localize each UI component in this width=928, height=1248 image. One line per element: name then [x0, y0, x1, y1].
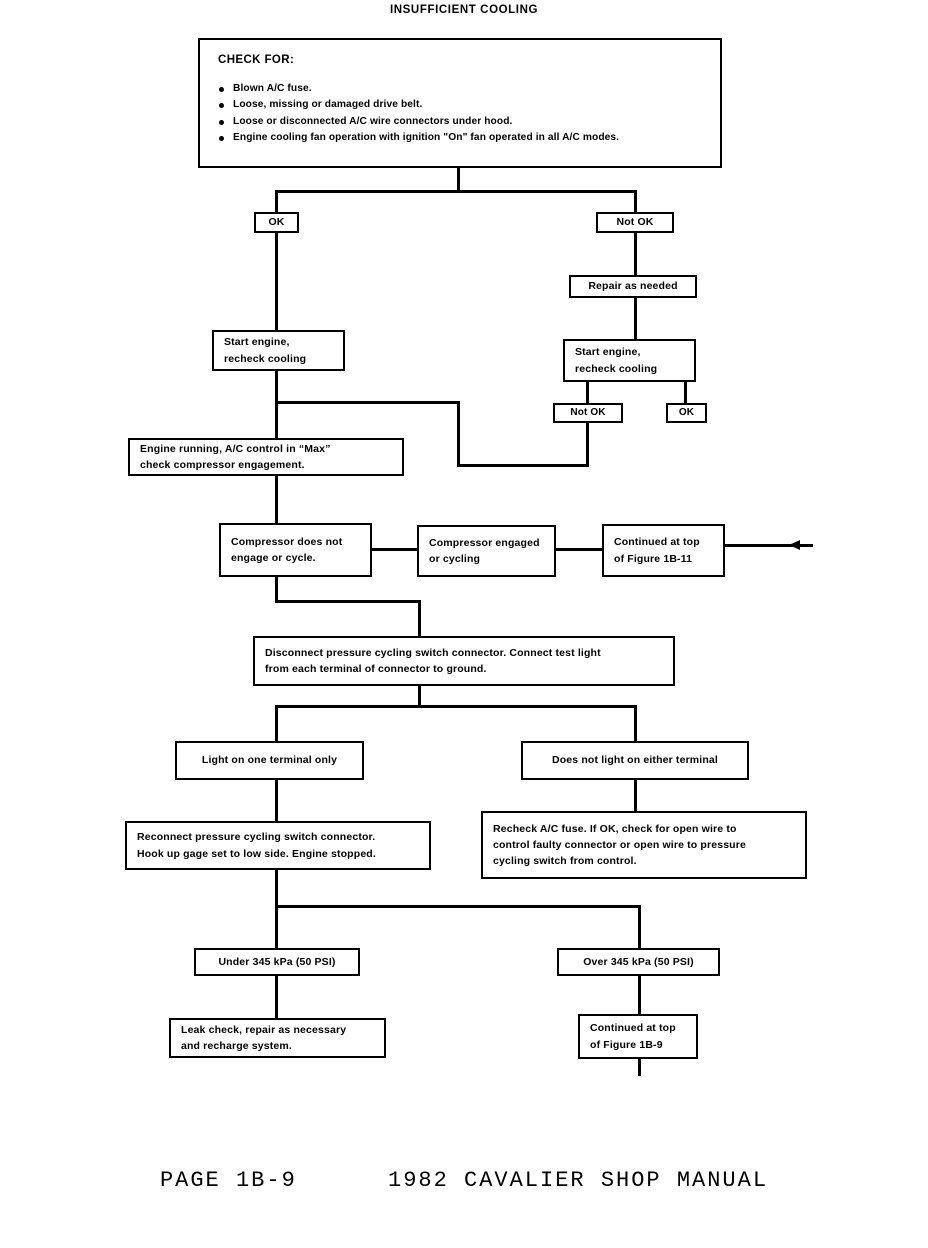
- node-leak-check: Leak check, repair as necessary and rech…: [169, 1018, 386, 1058]
- connector-disconnect-stem: [418, 686, 421, 708]
- arrow-left-icon: [789, 540, 800, 550]
- list-item: Loose, missing or damaged drive belt.: [218, 97, 706, 114]
- connector-continued-1b9-tail: [638, 1059, 641, 1076]
- node-label: Not OK: [616, 216, 654, 229]
- connector-to-no-light: [634, 705, 637, 741]
- node-label-line2: recheck cooling: [224, 352, 307, 365]
- node-not-ok-lower: Not OK: [553, 403, 623, 423]
- node-label-line2: from each terminal of connector to groun…: [265, 663, 487, 675]
- connector-compressor-link-1: [372, 548, 417, 551]
- check-for-box: CHECK FOR: Blown A/C fuse. Loose, missin…: [198, 38, 722, 168]
- connector-start-right-to-notok: [586, 382, 589, 403]
- node-label-line1: Reconnect pressure cycling switch connec…: [137, 831, 376, 844]
- connector-notok-lower-left: [457, 464, 589, 467]
- connector-ok-to-start-left: [275, 233, 278, 330]
- node-label-line2: or cycling: [429, 553, 481, 565]
- node-start-engine-right: Start engine, recheck cooling: [563, 339, 696, 382]
- connector-to-ok-left: [275, 190, 278, 212]
- node-recheck-ac-fuse: Recheck A/C fuse. If OK, check for open …: [481, 811, 807, 879]
- node-compressor-engaged: Compressor engaged or cycling: [417, 525, 556, 577]
- node-label-line1: Compressor does not: [231, 535, 343, 548]
- connector-nolight-to-recheck: [634, 780, 637, 811]
- node-label-line2: engage or cycle.: [231, 552, 316, 564]
- node-over-345-kpa: Over 345 kPa (50 PSI): [557, 948, 720, 976]
- node-no-light-either-terminal: Does not light on either terminal: [521, 741, 749, 780]
- connector-over-to-continued: [638, 976, 641, 1014]
- connector-start-left-down: [275, 371, 278, 438]
- node-continued-figure-1b9: Continued at top of Figure 1B-9: [578, 1014, 698, 1059]
- node-reconnect-pressure-switch: Reconnect pressure cycling switch connec…: [125, 821, 431, 870]
- list-item: Engine cooling fan operation with igniti…: [218, 130, 706, 147]
- check-for-list: Blown A/C fuse. Loose, missing or damage…: [218, 81, 706, 147]
- node-light-one-terminal: Light on one terminal only: [175, 741, 364, 780]
- node-label-line1: Continued at top: [614, 536, 700, 549]
- node-label: Under 345 kPa (50 PSI): [218, 955, 336, 968]
- node-label-line1: Leak check, repair as necessary: [181, 1023, 347, 1036]
- node-label-line1: Start engine,: [575, 346, 641, 359]
- connector-to-over-345: [638, 905, 641, 948]
- connector-merge-to-trunk: [275, 401, 460, 404]
- node-label-line1: Engine running, A/C control in “Max”: [140, 442, 331, 455]
- node-label-line2: check compressor engagement.: [140, 459, 305, 471]
- node-label-line1: Continued at top: [590, 1022, 676, 1035]
- node-under-345-kpa: Under 345 kPa (50 PSI): [194, 948, 360, 976]
- connector-offpage-right: [725, 544, 813, 547]
- connector-repair-to-start-right: [634, 298, 637, 339]
- node-not-ok-right: Not OK: [596, 212, 674, 233]
- node-label-line1: Compressor engaged: [429, 536, 540, 549]
- node-label: Not OK: [570, 407, 606, 419]
- connector-to-notok-right: [634, 190, 637, 212]
- connector-compressor-down: [275, 577, 278, 603]
- connector-to-disconnect: [418, 600, 421, 636]
- connector-split-bar-mid: [275, 705, 637, 708]
- connector-notok-to-repair: [634, 233, 637, 275]
- node-label-line2: control faulty connector or open wire to…: [493, 838, 746, 851]
- node-label-line1: Start engine,: [224, 336, 290, 349]
- node-label-line1: Disconnect pressure cycling switch conne…: [265, 646, 601, 659]
- connector-compressor-right: [275, 600, 421, 603]
- connector-checkfor-stem: [457, 168, 460, 192]
- node-label-line3: cycling switch from control.: [493, 855, 637, 868]
- node-repair-as-needed: Repair as needed: [569, 275, 697, 298]
- node-start-engine-left: Start engine, recheck cooling: [212, 330, 345, 371]
- list-item: Blown A/C fuse.: [218, 81, 706, 98]
- connector-notok-lower-down: [586, 423, 589, 466]
- connector-reconnect-down: [275, 870, 278, 948]
- node-label-line2: of Figure 1B-11: [614, 552, 693, 565]
- node-label: Light on one terminal only: [201, 754, 338, 767]
- node-compressor-not-engaging: Compressor does not engage or cycle.: [219, 523, 372, 577]
- connector-engine-to-compressor: [275, 476, 278, 523]
- connector-to-light-one: [275, 705, 278, 741]
- node-label-line2: recheck cooling: [575, 362, 658, 375]
- node-engine-running: Engine running, A/C control in “Max” che…: [128, 438, 404, 476]
- node-label-line2: and recharge system.: [181, 1040, 292, 1052]
- node-label: Repair as needed: [588, 280, 678, 293]
- page-title: INSUFFICIENT COOLING: [389, 4, 539, 16]
- node-label: OK: [268, 216, 285, 229]
- connector-compressor-link-2: [556, 548, 602, 551]
- list-item: Loose or disconnected A/C wire connector…: [218, 114, 706, 131]
- node-label-line2: of Figure 1B-9: [590, 1038, 663, 1051]
- check-for-heading: CHECK FOR:: [218, 54, 295, 66]
- node-label-line2: Hook up gage set to low side. Engine sto…: [137, 847, 376, 860]
- node-label: OK: [678, 407, 695, 419]
- connector-notok-lower-up: [457, 401, 460, 467]
- node-ok-left: OK: [254, 212, 299, 233]
- connector-split-bar-low: [275, 905, 641, 908]
- connector-start-right-to-ok: [684, 382, 687, 403]
- node-label: Over 345 kPa (50 PSI): [583, 955, 694, 968]
- connector-light-to-reconnect: [275, 780, 278, 821]
- node-disconnect-pressure-switch: Disconnect pressure cycling switch conne…: [253, 636, 675, 686]
- node-ok-lower: OK: [666, 403, 707, 423]
- node-label-line1: Recheck A/C fuse. If OK, check for open …: [493, 822, 737, 835]
- node-label: Does not light on either terminal: [552, 754, 718, 767]
- page-footer: PAGE 1B-9 1982 CAVALIER SHOP MANUAL: [159, 1168, 769, 1193]
- connector-under-to-leakcheck: [275, 976, 278, 1018]
- node-continued-figure-1b11: Continued at top of Figure 1B-11: [602, 524, 725, 577]
- connector-split-bar-top: [275, 190, 637, 193]
